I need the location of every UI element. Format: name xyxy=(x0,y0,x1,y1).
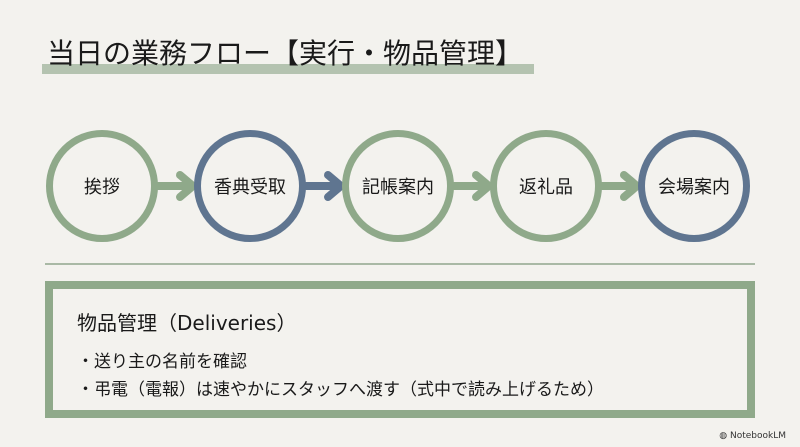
flow-step: 香典受取 xyxy=(194,130,306,242)
bullet-item: ・弔電（電報）は速やかにスタッフへ渡す（式中で読み上げるため） xyxy=(77,380,604,400)
page-title: 当日の業務フロー【実行・物品管理】 xyxy=(47,37,524,70)
flow-step: 挨拶 xyxy=(46,130,158,242)
arrow-icon xyxy=(302,171,345,201)
arrow-icon xyxy=(598,171,641,201)
flow-step: 返礼品 xyxy=(490,130,602,242)
flow-step: 記帳案内 xyxy=(342,130,454,242)
arrow-icon xyxy=(450,171,493,201)
bullet-item: ・送り主の名前を確認 xyxy=(77,352,247,372)
arrow-icon xyxy=(154,171,197,201)
deliveries-box: 物品管理（Deliveries） ・送り主の名前を確認 ・弔電（電報）は速やかに… xyxy=(45,281,755,418)
brand-text: NotebookLM xyxy=(729,431,786,441)
box-title: 物品管理（Deliveries） xyxy=(77,311,297,335)
divider xyxy=(45,263,755,265)
notebooklm-logo: ◍ NotebookLM xyxy=(719,431,786,441)
logo-icon: ◍ xyxy=(719,431,730,441)
flow-step: 会場案内 xyxy=(638,130,750,242)
title-underline xyxy=(42,64,534,74)
